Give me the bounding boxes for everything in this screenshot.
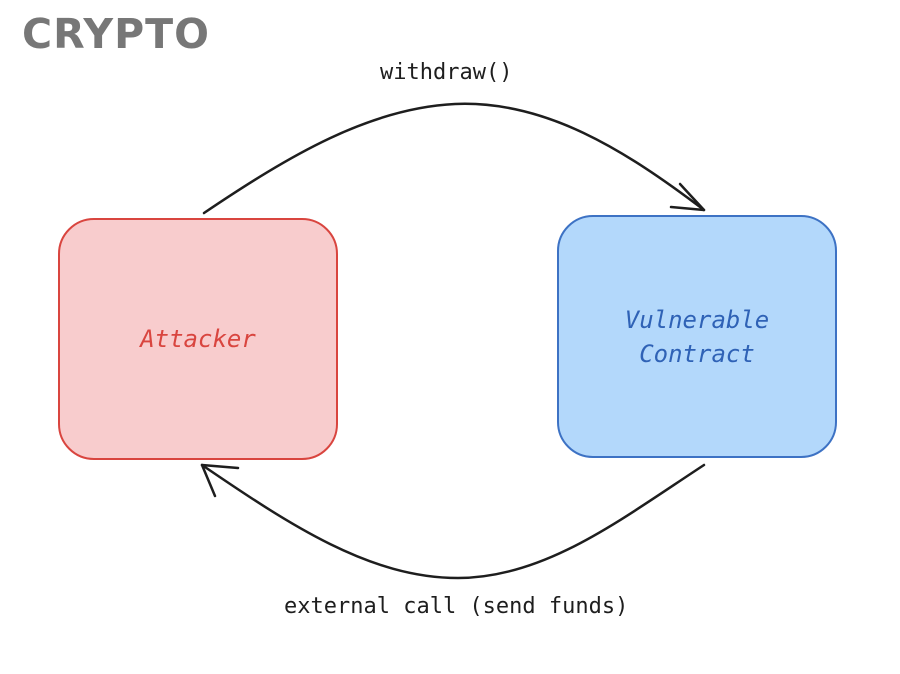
attacker-label: Attacker <box>140 325 256 353</box>
external-call-edge-label: external call (send funds) <box>284 594 629 619</box>
external-call-arrow-line <box>200 463 706 580</box>
vulnerable-contract-node: Vulnerable Contract <box>557 215 837 458</box>
withdraw-arrowhead <box>669 182 706 212</box>
vulnerable-contract-label: Vulnerable Contract <box>624 305 770 368</box>
attacker-node: Attacker <box>58 218 338 460</box>
withdraw-edge-label: withdraw() <box>380 60 513 85</box>
brand-title: CRYPTO <box>22 10 210 58</box>
withdraw-arrow-line <box>202 102 706 215</box>
external-call-arrowhead <box>200 463 240 498</box>
